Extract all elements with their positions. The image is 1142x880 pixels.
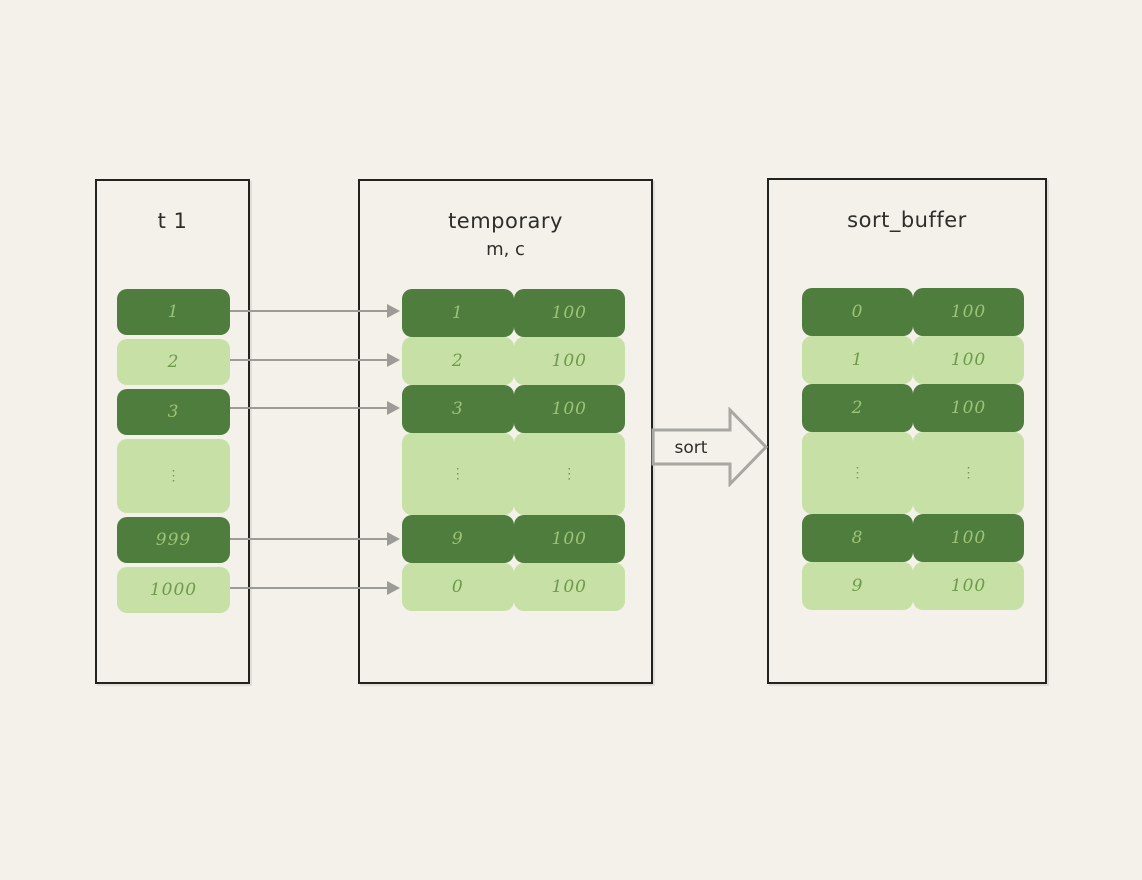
temporary-row-0-c: 100 bbox=[513, 563, 625, 611]
table-temporary-title: temporary bbox=[448, 209, 563, 233]
sort-buffer-row-ellipsis: ⋮ ⋮ bbox=[802, 432, 1024, 514]
temporary-rows: 1 100 2 100 3 100 ⋮ ⋮ 9 100 0 100 bbox=[402, 289, 625, 611]
arrow-head-icon bbox=[387, 401, 400, 415]
sort-buffer-row-2-m: 2 bbox=[802, 384, 913, 432]
sort-buffer-row-0-c: 100 bbox=[913, 288, 1024, 336]
sort-arrow-label: sort bbox=[675, 438, 708, 458]
t1-row-1: 1 bbox=[117, 289, 230, 335]
t1-row-999: 999 bbox=[117, 517, 230, 563]
sort-buffer-row-9-c: 100 bbox=[913, 562, 1024, 610]
temporary-row-2-m: 2 bbox=[402, 337, 514, 385]
t1-row-999-value: 999 bbox=[155, 530, 192, 550]
temporary-row-0-m: 0 bbox=[402, 563, 514, 611]
arrow-head-icon bbox=[387, 581, 400, 595]
arrow-shaft bbox=[230, 587, 388, 589]
arrow-head-icon bbox=[387, 532, 400, 546]
table-temporary-columns-label: m, c bbox=[486, 239, 525, 260]
arrow-head-icon bbox=[387, 353, 400, 367]
temporary-row-2-c: 100 bbox=[513, 337, 625, 385]
temporary-row-1: 1 100 bbox=[402, 289, 625, 337]
temporary-row-3: 3 100 bbox=[402, 385, 625, 433]
table-box-sort-buffer: sort_buffer 0 100 1 100 2 100 ⋮ ⋮ 8 100 bbox=[767, 178, 1047, 684]
sort-buffer-row-9: 9 100 bbox=[802, 562, 1024, 610]
t1-row-2: 2 bbox=[117, 339, 230, 385]
table-box-temporary: temporary m, c 1 100 2 100 3 100 ⋮ ⋮ 9 1… bbox=[358, 179, 653, 684]
temporary-row-0: 0 100 bbox=[402, 563, 625, 611]
temporary-row-9: 9 100 bbox=[402, 515, 625, 563]
flow-arrow-row-3 bbox=[230, 401, 400, 415]
temporary-row-ellipsis: ⋮ ⋮ bbox=[402, 433, 625, 515]
t1-row-1000: 1000 bbox=[117, 567, 230, 613]
sort-buffer-row-0-m: 0 bbox=[802, 288, 913, 336]
t1-row-3-value: 3 bbox=[167, 402, 180, 422]
temporary-row-9-c: 100 bbox=[513, 515, 625, 563]
sort-arrow-shape bbox=[651, 407, 769, 487]
t1-rows: 1 2 3 ⋮ 999 1000 bbox=[117, 289, 230, 617]
t1-ellipsis-value: ⋮ bbox=[166, 468, 181, 484]
sort-buffer-row-1-m: 1 bbox=[802, 336, 913, 384]
table-box-t1: t 1 1 2 3 ⋮ 999 1000 bbox=[95, 179, 250, 684]
flow-arrow-row-2 bbox=[230, 353, 400, 367]
temporary-row-2: 2 100 bbox=[402, 337, 625, 385]
sort-buffer-row-8-c: 100 bbox=[913, 514, 1024, 562]
arrow-shaft bbox=[230, 359, 388, 361]
temporary-row-1-c: 100 bbox=[513, 289, 625, 337]
sort-arrow-icon: sort bbox=[651, 407, 769, 487]
sort-buffer-row-8: 8 100 bbox=[802, 514, 1024, 562]
flow-arrow-row-999 bbox=[230, 532, 400, 546]
sort-buffer-row-2-c: 100 bbox=[913, 384, 1024, 432]
t1-row-1-value: 1 bbox=[167, 302, 180, 322]
flow-arrow-row-1 bbox=[230, 304, 400, 318]
temporary-ellipsis-c: ⋮ bbox=[513, 433, 625, 515]
arrow-head-icon bbox=[387, 304, 400, 318]
flow-arrow-row-1000 bbox=[230, 581, 400, 595]
temporary-row-1-m: 1 bbox=[402, 289, 514, 337]
t1-row-ellipsis: ⋮ bbox=[117, 439, 230, 513]
sort-buffer-row-0: 0 100 bbox=[802, 288, 1024, 336]
arrow-shaft bbox=[230, 310, 388, 312]
t1-row-2-value: 2 bbox=[167, 352, 180, 372]
table-sort-buffer-title: sort_buffer bbox=[847, 208, 967, 232]
sort-buffer-row-9-m: 9 bbox=[802, 562, 913, 610]
table-t1-title: t 1 bbox=[157, 209, 188, 233]
sort-buffer-ellipsis-c: ⋮ bbox=[913, 432, 1024, 514]
sort-buffer-row-1: 1 100 bbox=[802, 336, 1024, 384]
temporary-row-3-m: 3 bbox=[402, 385, 514, 433]
t1-row-3: 3 bbox=[117, 389, 230, 435]
temporary-row-9-m: 9 bbox=[402, 515, 514, 563]
sort-buffer-row-2: 2 100 bbox=[802, 384, 1024, 432]
arrow-shaft bbox=[230, 407, 388, 409]
sort-buffer-row-8-m: 8 bbox=[802, 514, 913, 562]
arrow-shaft bbox=[230, 538, 388, 540]
t1-row-1000-value: 1000 bbox=[149, 580, 198, 600]
sort-buffer-row-1-c: 100 bbox=[913, 336, 1024, 384]
sort-buffer-ellipsis-m: ⋮ bbox=[802, 432, 913, 514]
sort-buffer-rows: 0 100 1 100 2 100 ⋮ ⋮ 8 100 9 100 bbox=[802, 288, 1024, 610]
temporary-row-3-c: 100 bbox=[513, 385, 625, 433]
temporary-ellipsis-m: ⋮ bbox=[402, 433, 514, 515]
